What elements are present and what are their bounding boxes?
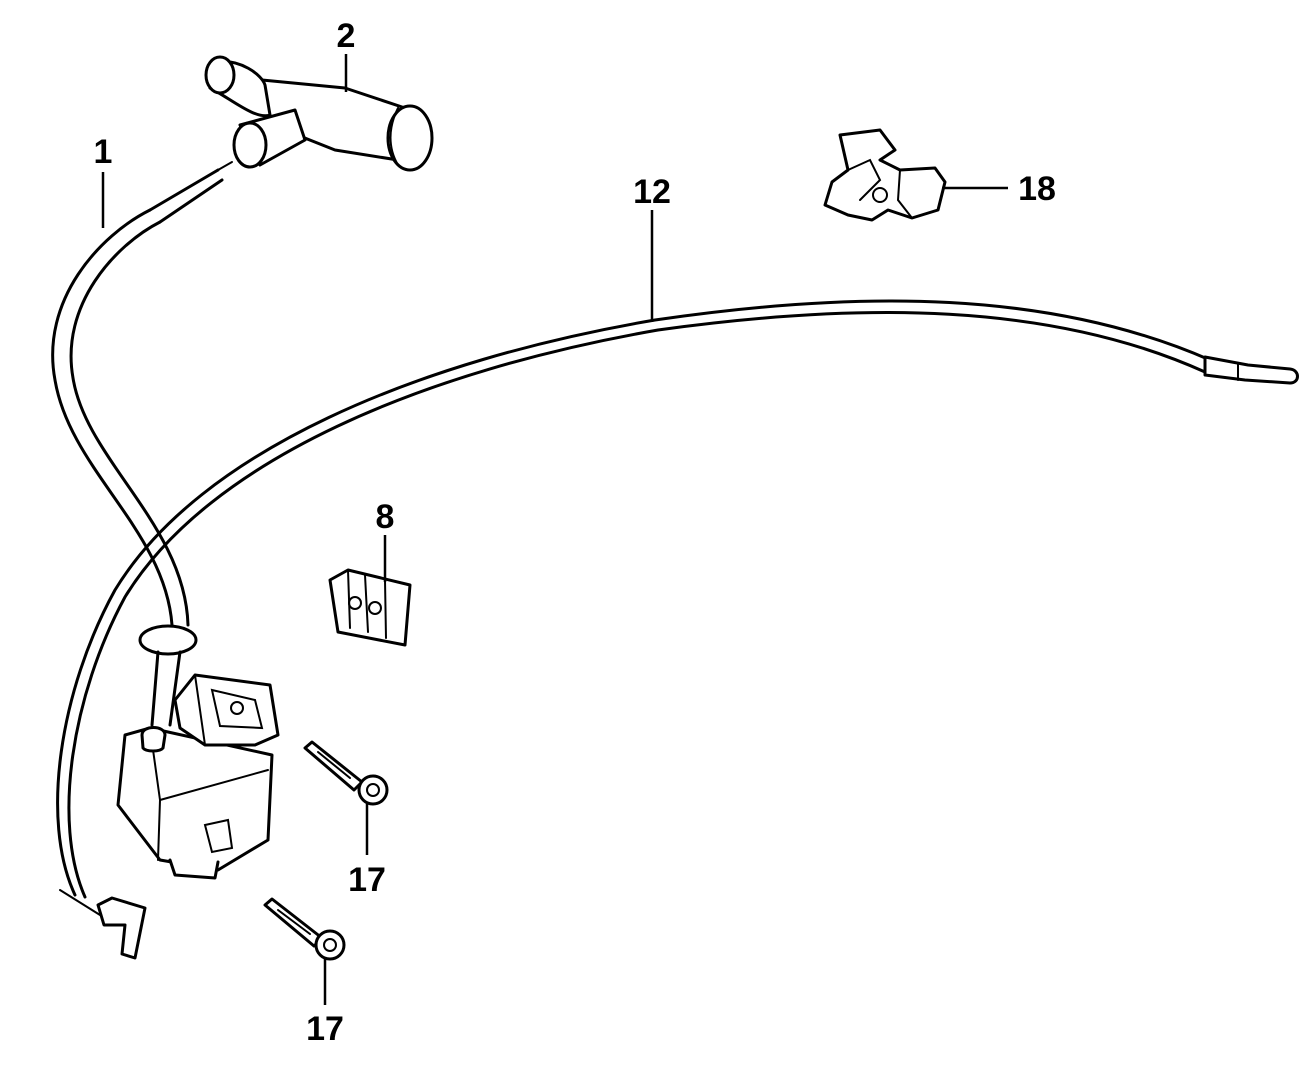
callout-18: 18 [1018, 170, 1056, 208]
callout-2: 2 [337, 17, 356, 55]
callout-1: 1 [94, 133, 113, 171]
bolt-lower-part-17 [263, 897, 346, 961]
grommet-part-8 [328, 568, 412, 647]
spark-plug-cap-part-2 [204, 55, 434, 172]
callout-8: 8 [376, 498, 395, 536]
callout-17-lower: 17 [306, 1010, 344, 1048]
ignition-coil-part-1 [51, 161, 280, 880]
bolt-upper-part-17 [303, 740, 389, 806]
wire-clip-part-18 [823, 128, 947, 222]
callout-17-upper: 17 [348, 861, 386, 899]
callout-12: 12 [633, 173, 671, 211]
ground-wire-part-12 [56, 299, 1299, 960]
